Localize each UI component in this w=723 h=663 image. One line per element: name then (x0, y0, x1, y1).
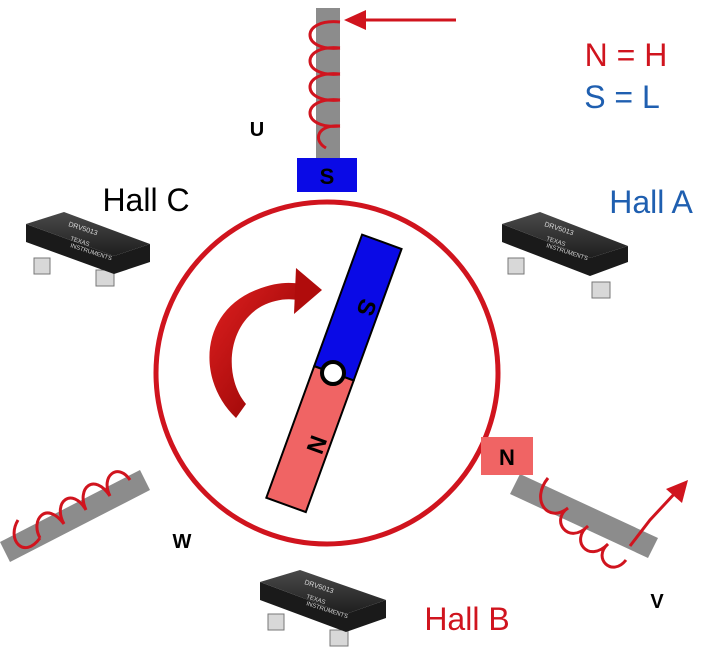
phase-v-core (510, 474, 658, 558)
hall-a-label: Hall A (609, 184, 693, 220)
hall-a-brand-line1: TEXAS (545, 236, 566, 248)
rotor-magnet: S N (265, 233, 403, 514)
hall-b-sensor: DRV5013 TEXAS INSTRUMENTS (260, 570, 386, 647)
hall-b-chip-side (260, 582, 386, 632)
hall-a-lead-2 (591, 281, 611, 299)
phase-v-current-arrow (628, 490, 678, 547)
hall-a-lead-1 (507, 257, 525, 275)
hall-b-brand-line1: TEXAS (305, 594, 326, 606)
hall-c-chip-side (26, 224, 150, 274)
rotor-shaft (320, 360, 346, 386)
hall-c-label: Hall C (102, 182, 189, 218)
hall-b-chip-top (260, 570, 386, 614)
rotation-arrow (209, 268, 322, 418)
phase-v-label: V (650, 591, 664, 613)
phase-u-label: U (250, 119, 264, 141)
hall-a-chip-side (502, 224, 628, 276)
hall-c-sensor: DRV5013 TEXAS INSTRUMENTS (26, 212, 150, 287)
rotation-arrow-body (209, 282, 300, 418)
phase-u-arrowhead (344, 10, 366, 30)
stator-pole-top-label: S (320, 164, 335, 189)
legend-south-equals-low: S = L (584, 79, 660, 115)
rotation-arrowhead (294, 268, 322, 314)
phase-v-arrowhead (666, 480, 688, 503)
hall-b-lead-2 (329, 629, 349, 647)
hall-a-sensor: DRV5013 TEXAS INSTRUMENTS (502, 212, 628, 299)
stator-pole-right-label: N (499, 445, 515, 470)
hall-b-label: Hall B (424, 601, 509, 637)
phase-w-coil (0, 470, 150, 562)
hall-c-brand-line1: TEXAS (69, 236, 90, 248)
hall-a-chip-top (502, 212, 628, 258)
hall-b-lead-1 (267, 613, 285, 631)
stator-pole-right (481, 437, 533, 475)
legend-north-equals-high: N = H (585, 37, 668, 73)
phase-u-winding (308, 20, 341, 150)
hall-c-chip-top (26, 212, 150, 256)
phase-v-winding (539, 477, 628, 569)
stator-pole-top (297, 158, 357, 192)
stator-ring (153, 199, 501, 547)
phase-u-coil (308, 8, 456, 158)
phase-v-coil (510, 474, 688, 569)
phase-w-winding (12, 470, 132, 550)
hall-c-lead-1 (33, 257, 51, 275)
phase-w-label: W (173, 531, 192, 553)
